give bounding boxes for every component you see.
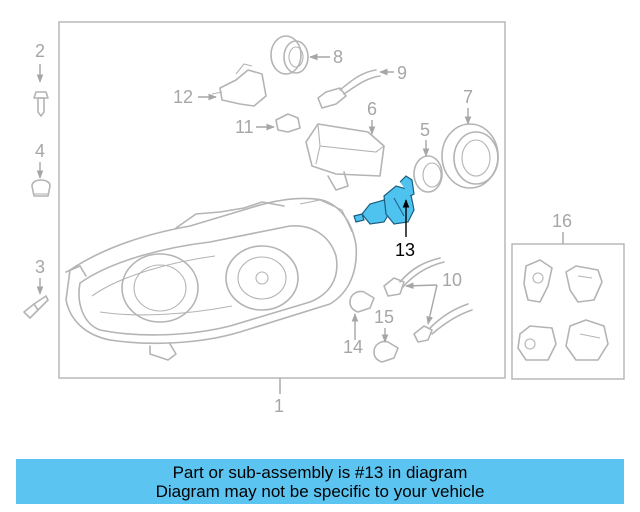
info-banner: Part or sub-assembly is #13 in diagram D…	[16, 459, 624, 504]
headlamp-housing	[65, 197, 358, 361]
parts-diagram: 1 2 3 4 5 6 7 8 9 10 11 12 13 14 15 16	[23, 21, 625, 416]
callout-8: 8	[333, 47, 343, 67]
part-7-cap	[441, 123, 499, 189]
part-5-ring	[413, 155, 443, 193]
callout-13: 13	[395, 240, 415, 260]
callout-7: 7	[463, 87, 473, 107]
part-8-cap	[270, 35, 309, 75]
banner-line-2: Diagram may not be specific to your vehi…	[155, 481, 485, 501]
callout-3: 3	[35, 257, 45, 277]
part-6-module	[305, 123, 385, 191]
part-10-harness	[383, 257, 473, 343]
callout-16: 16	[552, 211, 572, 231]
assembly-frame	[58, 21, 506, 379]
subassembly-16-frame	[511, 243, 625, 380]
part-16-contents	[517, 259, 609, 361]
callout-1: 1	[274, 396, 284, 416]
part-4-clip	[31, 179, 51, 197]
part-14-bulb	[349, 290, 375, 313]
callout-6: 6	[367, 99, 377, 119]
callout-14: 14	[343, 337, 363, 357]
banner-line-1: Part or sub-assembly is #13 in diagram	[172, 462, 468, 482]
callout-5: 5	[420, 120, 430, 140]
callout-10: 10	[442, 270, 462, 290]
callout-9: 9	[397, 63, 407, 83]
callout-2: 2	[35, 41, 45, 61]
part-15-bulb	[373, 340, 399, 363]
part-11-bulb	[275, 113, 301, 133]
callout-15: 15	[374, 307, 394, 327]
callout-12: 12	[173, 87, 193, 107]
callout-4: 4	[35, 141, 45, 161]
part-12-bulb	[211, 63, 267, 107]
part-2-screw	[33, 91, 49, 117]
part-13-bulb-highlighted	[353, 175, 415, 225]
part-3-screw	[23, 295, 49, 319]
part-9-harness	[317, 69, 381, 109]
callout-11: 11	[235, 117, 254, 137]
leader-lines	[36, 53, 564, 394]
